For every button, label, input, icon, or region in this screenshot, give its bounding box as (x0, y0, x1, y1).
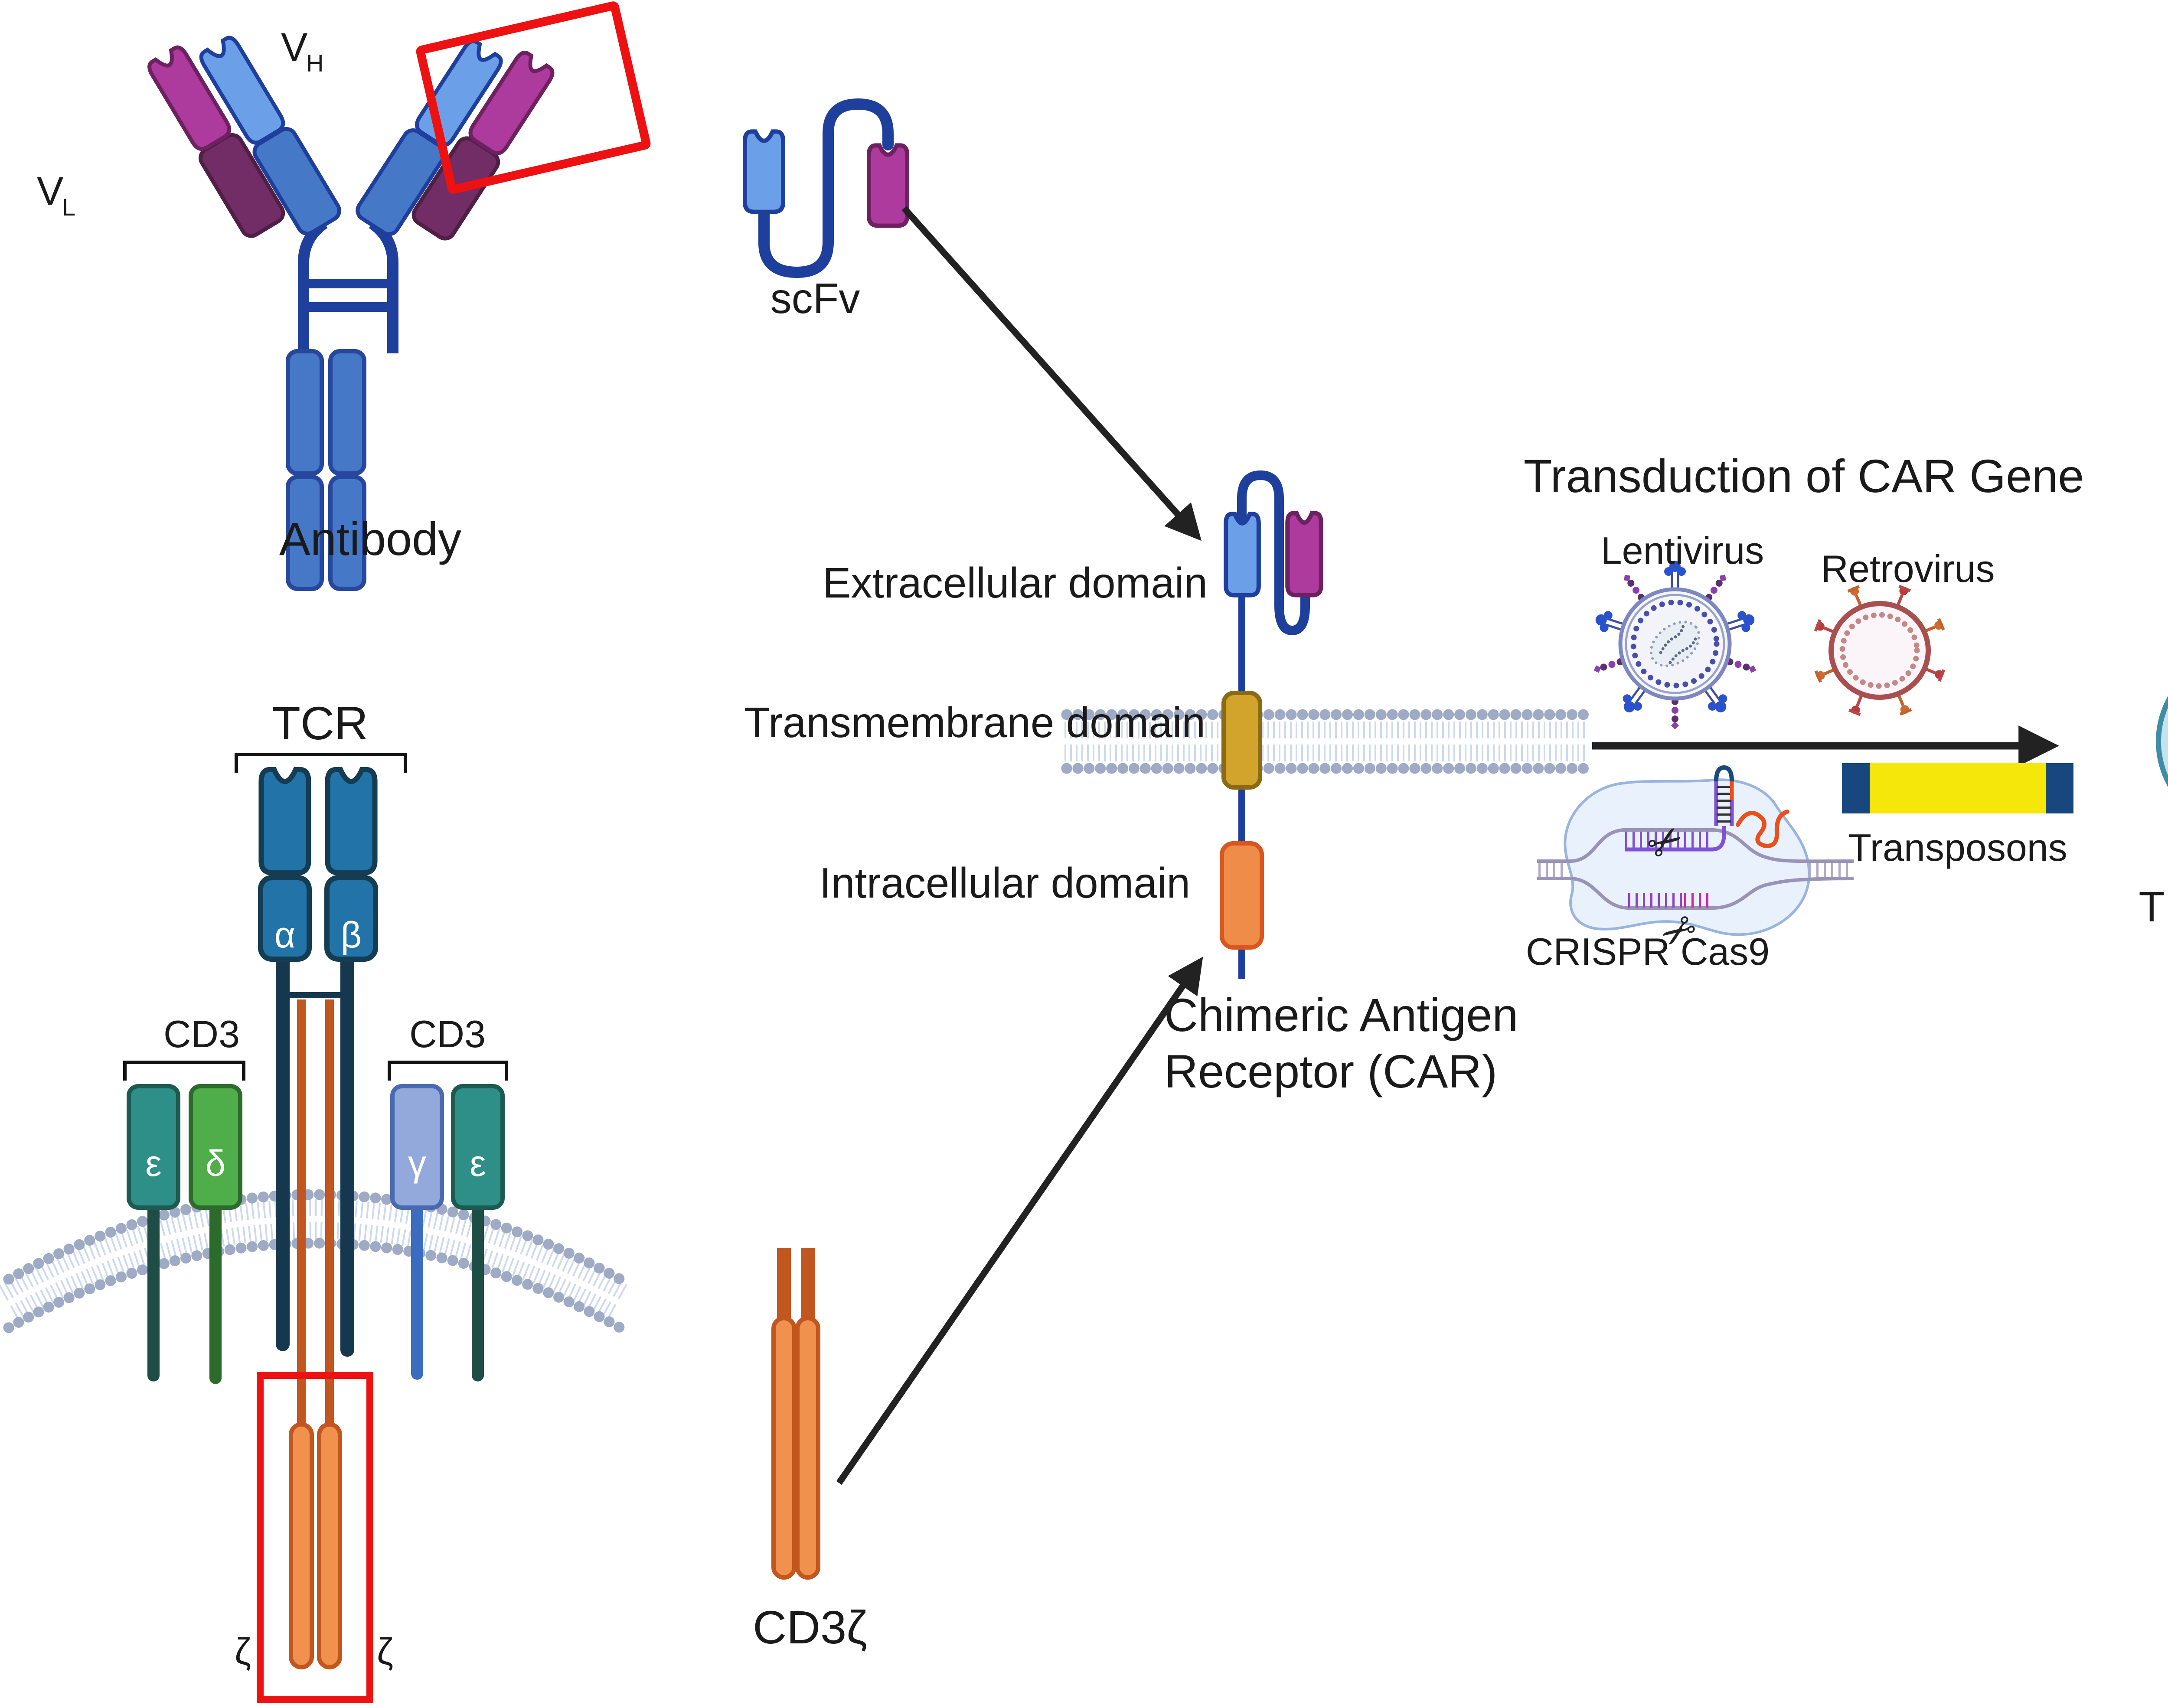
cd3zeta-to-car-arrow (836, 957, 1203, 1485)
cd3zeta-rod-right (795, 1316, 820, 1580)
cd3-left-bracket (123, 1061, 245, 1081)
tcr-alpha-chain: α (258, 770, 312, 962)
antibody-left-arm (144, 18, 341, 238)
zeta-left-label: ζ (235, 1631, 251, 1672)
tcr-alpha-letter: α (274, 914, 296, 955)
dna-strand-bottom (1537, 877, 1854, 910)
transduction-section: Transduction of CAR Gene (1524, 450, 2084, 973)
zeta-chain-left (289, 1422, 314, 1669)
retrovirus-icon (1814, 585, 1946, 716)
car-scfv-vl (1287, 513, 1321, 595)
cd3zeta-label: CD3ζ (753, 1601, 867, 1653)
tcr-bracket (235, 753, 407, 773)
intracellular-domain-label: Intracellular domain (820, 859, 1190, 907)
car-scfv-linker (1237, 470, 1310, 636)
vl-label: V (37, 169, 63, 213)
cd3-gamma-letter: γ (408, 1143, 426, 1184)
zeta-chain-right (317, 1422, 342, 1669)
car-transmembrane-domain (1221, 691, 1262, 790)
cd3-epsilon-left-letter: ε (145, 1143, 161, 1184)
car-scfv-vh (1226, 514, 1259, 595)
transduction-title: Transduction of CAR Gene (1524, 450, 2084, 502)
vh-label: V (281, 25, 307, 69)
retrovirus-envelope (1828, 601, 1931, 700)
antibody-fc-region (286, 349, 366, 591)
scfv-linker (758, 98, 894, 278)
t-regulatory-cell: FOXP3 T Regulatory Cell (2139, 696, 2168, 931)
transposon-cargo (1870, 763, 2046, 813)
tcr-beta-letter: β (341, 914, 362, 955)
scfv-icon: scFv (745, 98, 907, 322)
vl-label-sub: L (62, 193, 75, 221)
scfv-vl-domain (869, 145, 907, 225)
zeta-highlight-box (257, 1372, 373, 1703)
tcr-label: TCR (272, 697, 368, 749)
car-structure: Extracellular domain Transmembrane domai… (744, 470, 1595, 1097)
crispr-cas9-icon: ✂ ✂ (1537, 765, 1854, 960)
hairpin-loop (1714, 765, 1734, 782)
antibody-label: Antibody (279, 513, 461, 565)
cd3-delta: δ (189, 1084, 242, 1210)
lentivirus-capsid (1649, 620, 1701, 667)
sgrna-squiggle (1736, 810, 1789, 848)
retrovirus-label: Retrovirus (1821, 547, 1995, 590)
cd3-left-label: CD3 (163, 1012, 240, 1055)
car-membrane (1061, 709, 1595, 774)
treg-cell-label: T Regulatory Cell (2139, 883, 2168, 931)
lentivirus-rna-1 (1659, 624, 1685, 654)
lentivirus-icon (1593, 561, 1757, 729)
fv-highlight-box (416, 1, 651, 194)
transposons-label: Transposons (1848, 826, 2067, 869)
lentivirus-label: Lentivirus (1601, 529, 1764, 572)
tcr-beta-chain: β (324, 770, 378, 962)
transposon-icon (1842, 763, 2073, 813)
car-intracellular-domain (1220, 841, 1264, 950)
cd3zeta-rod-left (771, 1316, 797, 1580)
lentivirus-envelope-inner (1625, 594, 1725, 694)
cd3-gamma: γ (390, 1084, 444, 1210)
antibody-hinge (298, 219, 398, 353)
zeta-right-label: ζ (377, 1631, 393, 1672)
cd3-epsilon-right-letter: ε (470, 1143, 486, 1184)
cd3-delta-letter: δ (206, 1143, 226, 1184)
cd3-right-bracket (388, 1061, 508, 1081)
car-name-line2: Receptor (CAR) (1164, 1045, 1497, 1097)
vh-label-sub: H (306, 49, 323, 77)
cd3zeta-icon: CD3ζ (753, 1248, 867, 1653)
treg-cell-body (2156, 696, 2168, 787)
extracellular-domain-label: Extracellular domain (823, 559, 1208, 607)
cd3-right-label: CD3 (409, 1012, 486, 1055)
crispr-label: CRISPR Cas9 (1526, 930, 1770, 973)
scfv-to-car-arrow (901, 206, 1202, 541)
cd3-epsilon-right: ε (451, 1084, 505, 1210)
tcr-complex: ζ ζ α β TCR ε δ γ (0, 697, 630, 1703)
antibody-right-arm (356, 22, 558, 241)
car-name-line1: Chimeric Antigen (1164, 989, 1518, 1041)
cd3-epsilon-left: ε (127, 1084, 180, 1210)
retrovirus-capsid-dots (1839, 612, 1920, 689)
guide-riser (1711, 826, 1726, 852)
retrovirus-spikes (1814, 585, 1946, 716)
antibody-diagram: V H V L Antibody (37, 1, 651, 591)
dna-strand-top (1537, 828, 1854, 863)
transmembrane-domain-label: Transmembrane domain (744, 699, 1205, 746)
scfv-vh-domain (745, 131, 783, 212)
scfv-label: scFv (771, 274, 860, 322)
tcr-membrane (0, 1189, 630, 1333)
